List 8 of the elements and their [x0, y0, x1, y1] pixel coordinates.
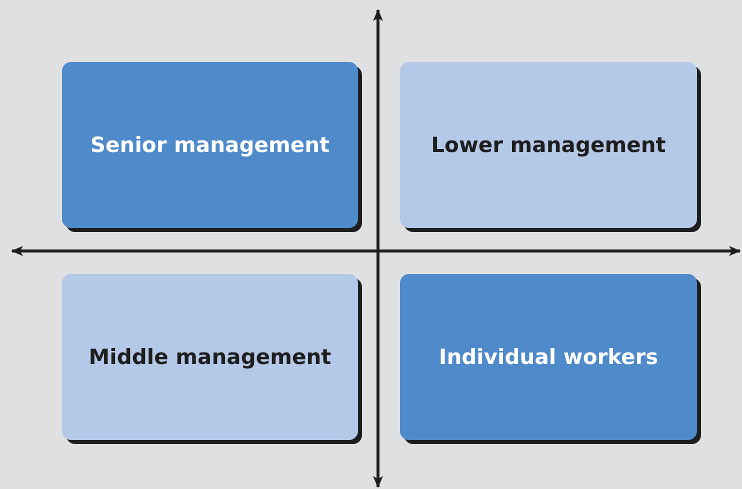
quadrant-label: Middle management [88, 345, 332, 369]
quadrant-box [62, 62, 358, 228]
quadrant-label: Lower management [431, 133, 666, 157]
quadrant-box [62, 274, 358, 440]
quadrant-label: Senior management [90, 133, 330, 157]
quadrant-label: Individual workers [438, 345, 658, 369]
quadrant-box [400, 274, 697, 440]
quadrant-box [400, 62, 697, 228]
